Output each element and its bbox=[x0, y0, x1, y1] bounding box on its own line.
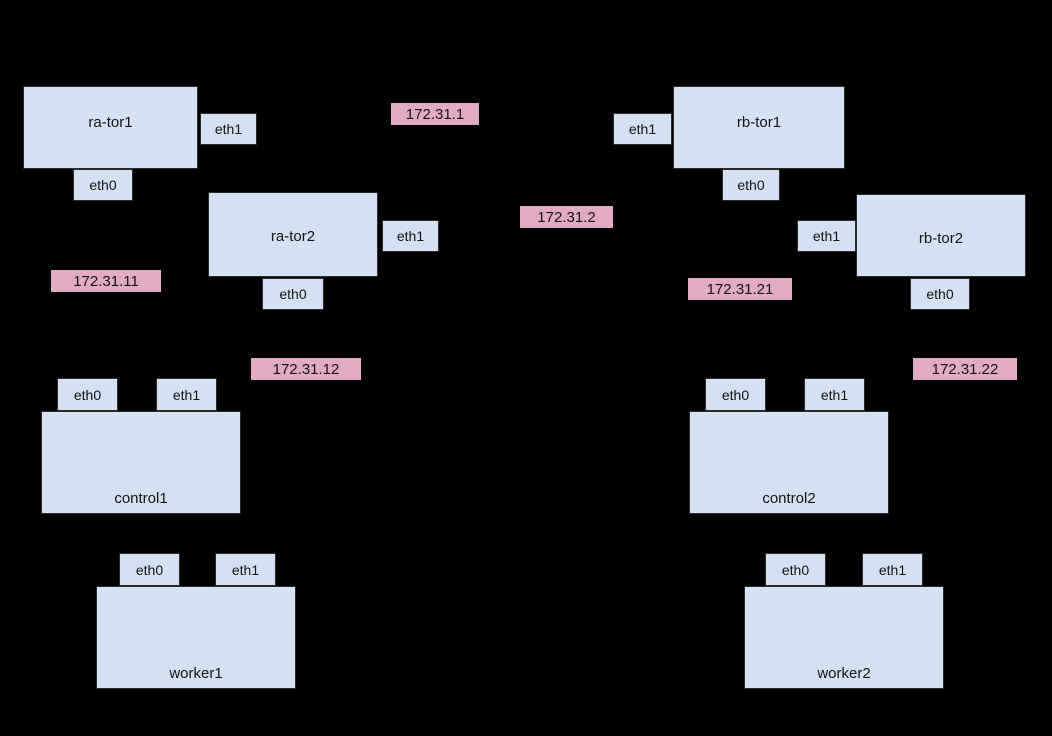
network-label-network-172-31-22[interactable]: 172.31.22 bbox=[913, 358, 1017, 380]
interface-worker2-eth0[interactable]: eth0 bbox=[765, 553, 826, 586]
network-label-network-172-31-21[interactable]: 172.31.21 bbox=[688, 278, 792, 300]
network-label-network-172-31-2[interactable]: 172.31.2 bbox=[520, 206, 613, 228]
node-rb-tor1[interactable]: rb-tor1 bbox=[673, 86, 845, 169]
node-ra-tor1[interactable]: ra-tor1 bbox=[23, 86, 198, 169]
node-label-ra-tor1: ra-tor1 bbox=[88, 114, 133, 131]
interface-control2-eth1[interactable]: eth1 bbox=[804, 378, 865, 411]
network-label-network-172-31-11[interactable]: 172.31.11 bbox=[51, 270, 161, 292]
node-control1[interactable]: control1 bbox=[41, 411, 241, 514]
interface-ra-tor2-eth1[interactable]: eth1 bbox=[382, 220, 439, 252]
node-label-rb-tor1: rb-tor1 bbox=[736, 114, 782, 131]
node-label-ra-tor2: ra-tor2 bbox=[270, 228, 316, 245]
node-label-worker1: worker1 bbox=[169, 665, 223, 682]
node-ra-tor2[interactable]: ra-tor2 bbox=[208, 192, 378, 277]
node-control2[interactable]: control2 bbox=[689, 411, 889, 514]
node-rb-tor2[interactable]: rb-tor2 bbox=[856, 194, 1026, 277]
interface-ra-tor1-eth1[interactable]: eth1 bbox=[200, 113, 257, 145]
node-label-rb-tor2: rb-tor2 bbox=[918, 230, 964, 247]
network-label-network-172-31-1[interactable]: 172.31.1 bbox=[391, 103, 479, 125]
interface-rb-tor1-eth0[interactable]: eth0 bbox=[722, 169, 780, 201]
interface-rb-tor2-eth0[interactable]: eth0 bbox=[910, 278, 970, 310]
node-worker2[interactable]: worker2 bbox=[744, 586, 944, 689]
node-worker1[interactable]: worker1 bbox=[96, 586, 296, 689]
interface-ra-tor1-eth0[interactable]: eth0 bbox=[73, 169, 133, 201]
node-label-control1: control1 bbox=[114, 490, 168, 507]
interface-control1-eth0[interactable]: eth0 bbox=[57, 378, 118, 411]
interface-worker2-eth1[interactable]: eth1 bbox=[862, 553, 923, 586]
interface-worker1-eth1[interactable]: eth1 bbox=[215, 553, 276, 586]
interface-control2-eth0[interactable]: eth0 bbox=[705, 378, 766, 411]
node-label-control2: control2 bbox=[762, 490, 816, 507]
interface-ra-tor2-eth0[interactable]: eth0 bbox=[262, 278, 324, 310]
node-label-worker2: worker2 bbox=[817, 665, 871, 682]
interface-control1-eth1[interactable]: eth1 bbox=[156, 378, 217, 411]
interface-worker1-eth0[interactable]: eth0 bbox=[119, 553, 180, 586]
network-label-network-172-31-12[interactable]: 172.31.12 bbox=[251, 358, 361, 380]
interface-rb-tor2-eth1[interactable]: eth1 bbox=[797, 220, 856, 252]
interface-rb-tor1-eth1[interactable]: eth1 bbox=[613, 113, 672, 145]
